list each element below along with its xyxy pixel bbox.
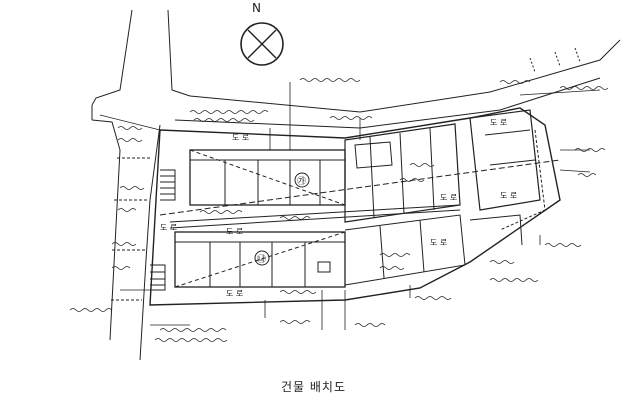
top-road [174,39,621,129]
room-label: 도 로 [226,289,243,298]
leader-lines [99,82,601,330]
north-arrow-icon [240,22,284,66]
room-label: 도 로 [500,191,517,200]
left-road [91,9,191,361]
site-boundary [149,107,561,306]
building-south [174,231,346,288]
north-label: N [252,1,261,15]
room-label: 도 로 [232,133,249,142]
room-label: 도 로 [160,223,177,232]
room-label: 도 로 [490,118,507,127]
building-north [189,149,346,206]
internal-paths [150,159,561,291]
drawing-caption: 건물 배치도 [280,380,346,394]
room-label: 도 로 [430,238,447,247]
unit-label-north: ㉮ [297,176,306,187]
handwritten-notes [69,78,609,342]
room-label: 도 로 [226,227,243,236]
unit-label-south: ㉯ [257,254,266,265]
room-label: 도 로 [440,193,457,202]
